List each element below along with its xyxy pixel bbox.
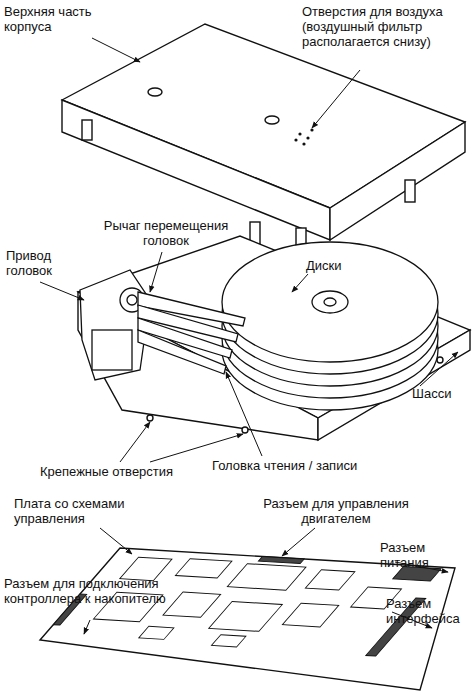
- part-label: Плата со схемами управления: [14, 496, 154, 526]
- chip: [209, 601, 283, 631]
- air-holes: [294, 128, 313, 145]
- leader-line: [150, 252, 162, 292]
- spindle-hub: [324, 298, 336, 306]
- part-label: Привод головок: [6, 248, 78, 278]
- part-label: Разъем питания: [380, 540, 472, 570]
- part-label: Верхняя часть корпуса: [4, 4, 104, 34]
- part-label: Разъем интерфейса: [386, 596, 472, 626]
- leader-line: [92, 38, 140, 62]
- mount-hole: [147, 415, 153, 421]
- cover-tab: [82, 120, 92, 140]
- chip: [282, 603, 338, 627]
- disk-stack: [222, 242, 438, 410]
- air-hole: [294, 138, 297, 141]
- cover-hole: [148, 88, 162, 96]
- cover-right-side: [330, 122, 465, 240]
- part-label: Рычаг перемещения головок: [96, 218, 236, 248]
- leader-line: [226, 372, 262, 456]
- leader-line: [150, 434, 243, 462]
- part-label: Головка чтения / записи: [212, 458, 402, 473]
- chip: [227, 564, 306, 591]
- mount-hole: [437, 357, 443, 363]
- air-hole: [306, 136, 309, 139]
- chassis: [78, 236, 470, 440]
- leader-line: [100, 528, 132, 554]
- cover-top-face: [62, 24, 465, 208]
- leader-line: [84, 620, 90, 634]
- air-hole: [310, 128, 313, 131]
- part-label: Разъем для управления двигателем: [236, 496, 436, 526]
- leader-line: [292, 274, 308, 292]
- head-arm: [138, 330, 226, 374]
- leader-line: [282, 528, 315, 556]
- chip: [139, 626, 174, 639]
- leader-line: [420, 352, 458, 386]
- spindle: [312, 291, 348, 313]
- head-actuator: [80, 270, 245, 380]
- leader-line: [312, 70, 360, 128]
- air-hole: [302, 142, 305, 145]
- cover-hole: [265, 116, 279, 124]
- part-label: Отверстия для воздуха (воздушный фильтр …: [302, 4, 472, 49]
- chip: [211, 635, 245, 647]
- part-label: Диски: [306, 258, 366, 273]
- actuator-magnet: [92, 330, 132, 370]
- mount-hole: [242, 427, 248, 433]
- cover-tab: [405, 180, 415, 202]
- part-label: Шасси: [412, 386, 472, 401]
- chip: [163, 592, 221, 617]
- motor-connector: [258, 557, 304, 564]
- air-hole: [298, 132, 301, 135]
- chip: [175, 559, 232, 578]
- actuator-pivot-axle: [127, 295, 137, 305]
- part-label: Разъем для подключения контроллера к нак…: [4, 576, 174, 606]
- leader-line: [40, 282, 84, 300]
- chip: [305, 570, 355, 590]
- leader-line: [120, 422, 150, 462]
- disk: [222, 242, 438, 362]
- top-cover: [62, 24, 465, 248]
- part-label: Крепежные отверстия: [40, 464, 190, 479]
